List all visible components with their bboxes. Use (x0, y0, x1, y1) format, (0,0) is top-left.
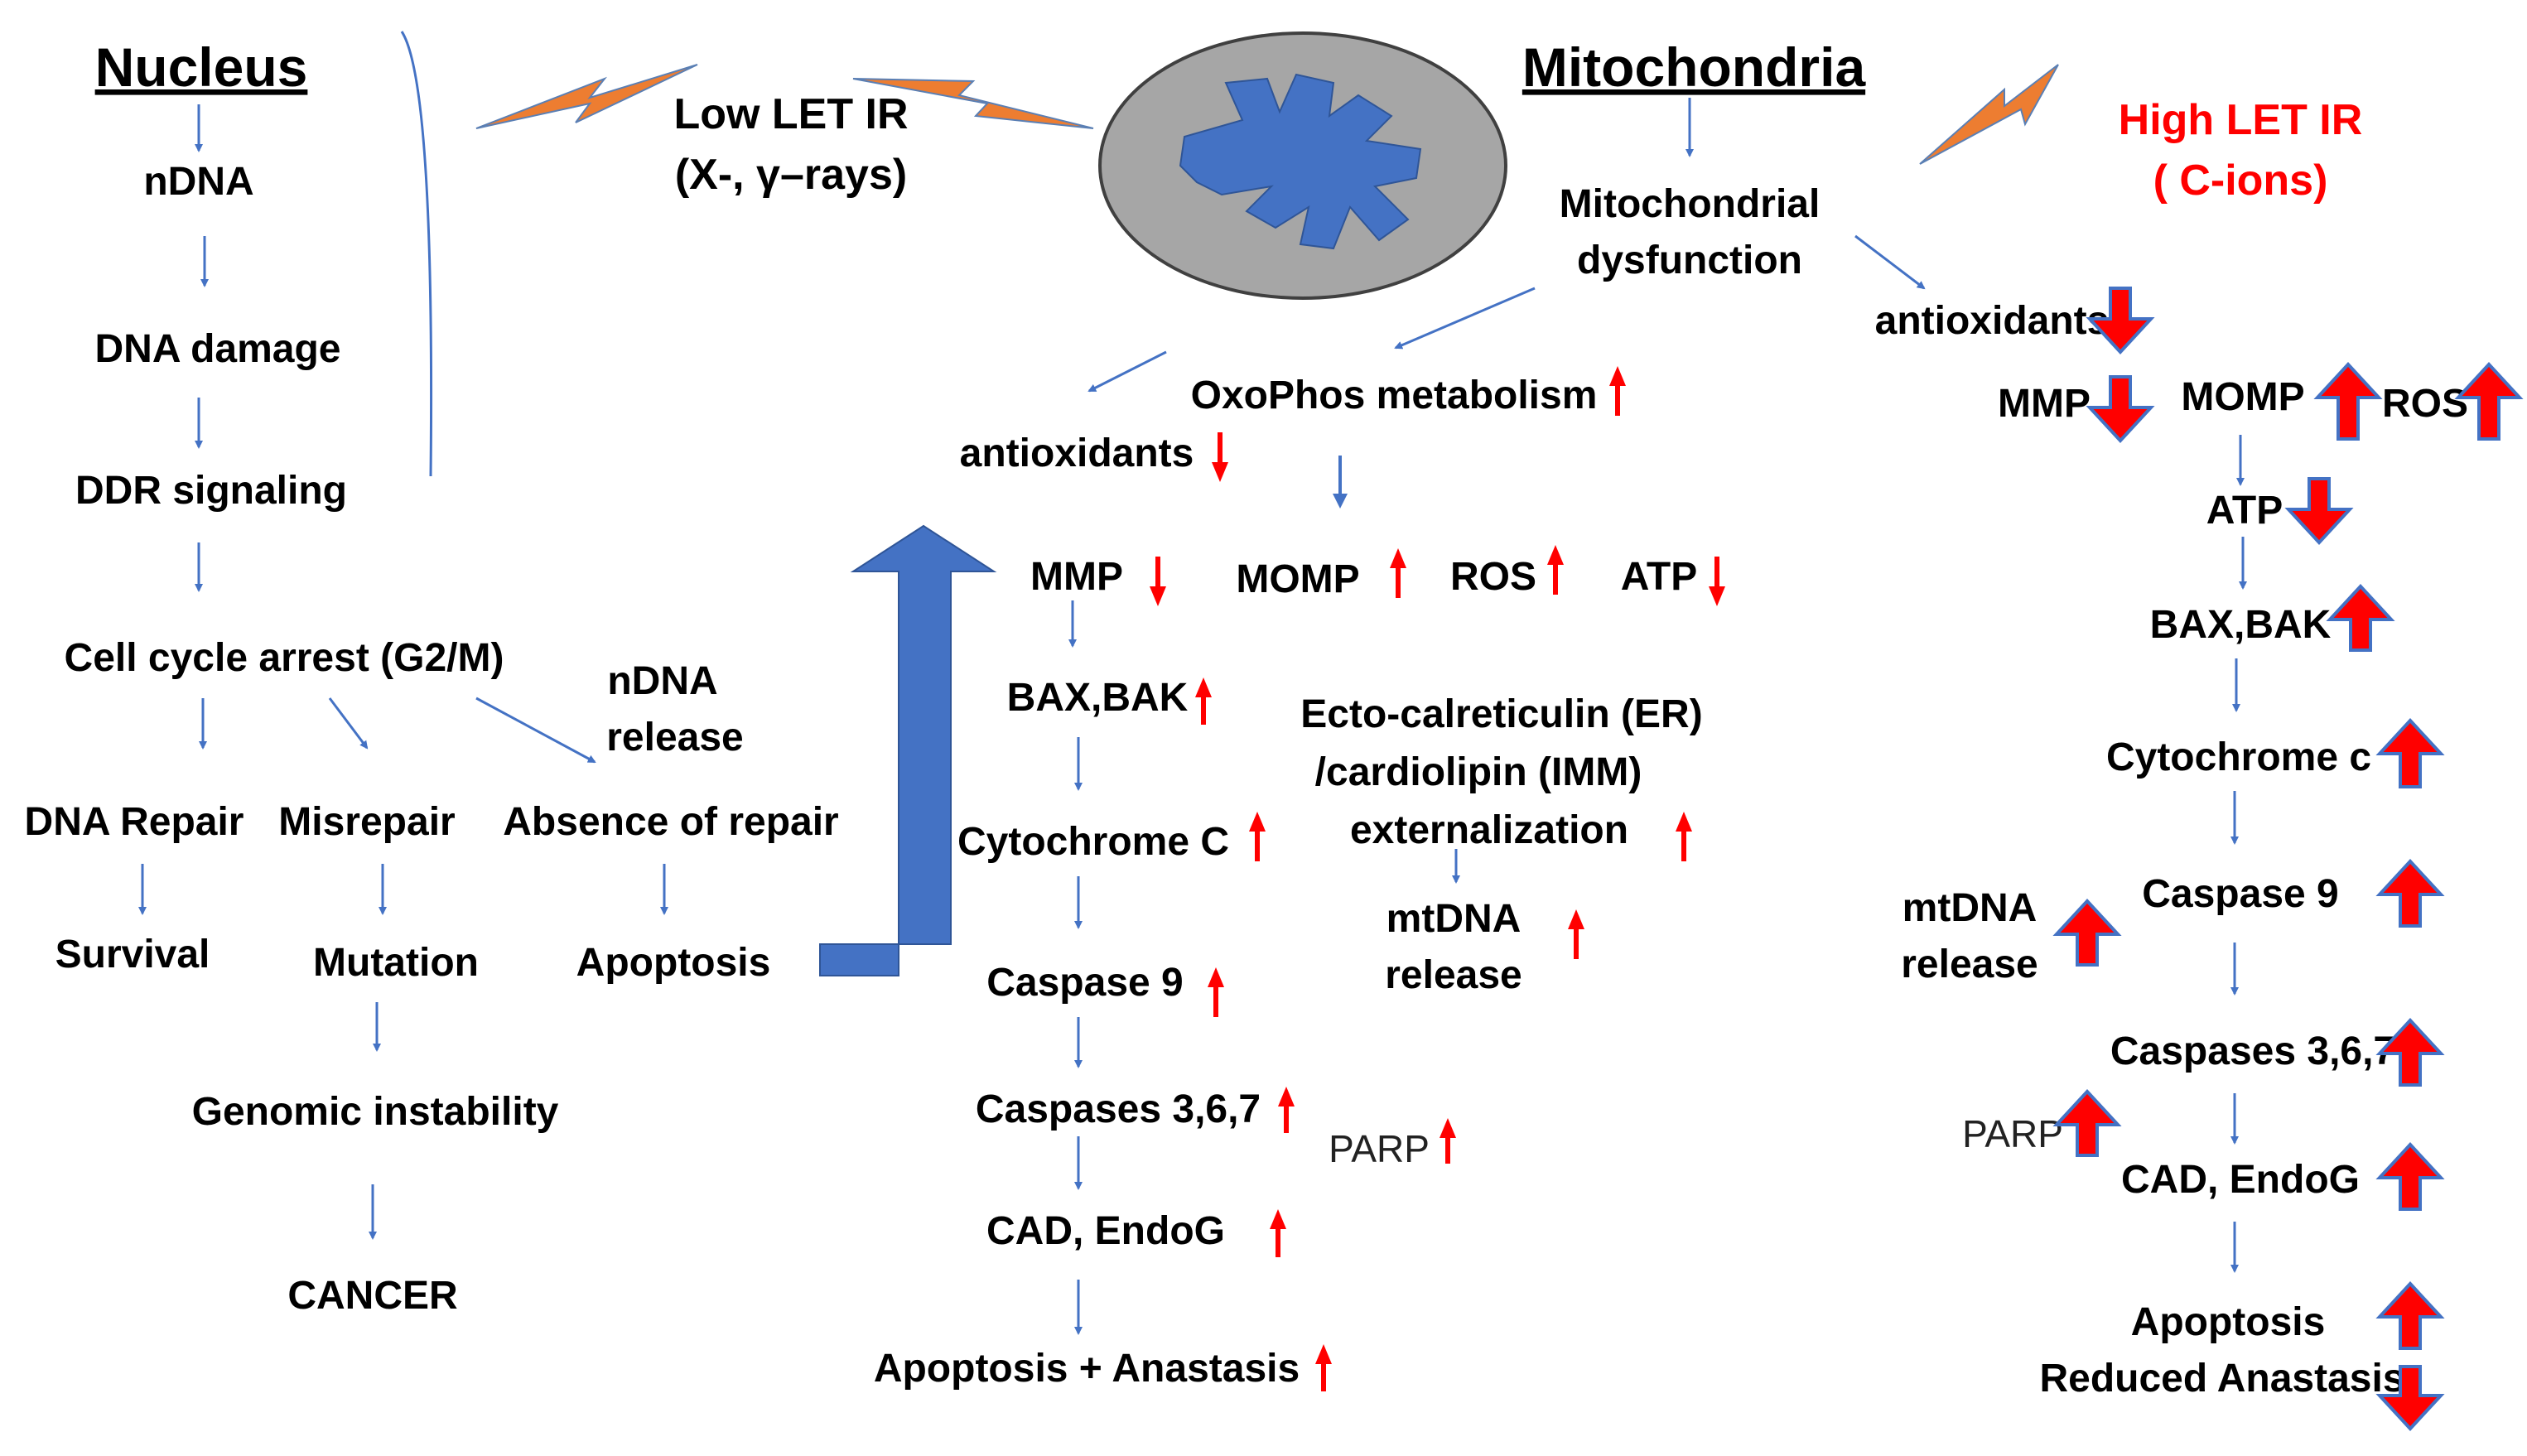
nucleus-header: Nucleus (95, 36, 308, 98)
high-let-indicators (2052, 287, 2524, 1431)
red-down-arrow-icon (1212, 432, 1228, 482)
parp-label: PARP (1329, 1127, 1430, 1170)
dna-repair-label: DNA Repair (25, 800, 244, 844)
high-parp-label: PARP (1962, 1112, 2063, 1155)
high-mtdna-label: mtDNA (1902, 886, 2038, 930)
genomic-instability-label: Genomic instability (192, 1090, 559, 1134)
oxophos-label: OxoPhos metabolism (1191, 374, 1598, 417)
mito-dysfunction-label: Mitochondrial (1560, 182, 1821, 226)
ecto-calreticulin-label: Ecto-calreticulin (ER) (1300, 692, 1702, 736)
red-up-arrow-icon (1278, 1087, 1295, 1133)
mito-dysfunction-label-2: dysfunction (1577, 239, 1802, 282)
high-mmp-label: MMP (1998, 382, 2091, 426)
mitochondrion-icon (1098, 31, 1507, 300)
mitochondria-header: Mitochondria (1522, 36, 1867, 98)
cytochrome-c-label: Cytochrome C (957, 820, 1229, 864)
red-up-arrow-icon (1315, 1344, 1332, 1391)
red-up-arrow-icon (1270, 1209, 1286, 1257)
bax-bak-label: BAX,BAK (1007, 676, 1189, 720)
momp-label: MOMP (1236, 557, 1359, 601)
separator-curve (400, 31, 433, 477)
high-cad-endog-label: CAD, EndoG (2121, 1158, 2360, 1202)
mmp-label: MMP (1030, 555, 1123, 599)
red-up-arrow-icon (2375, 1142, 2445, 1211)
cardiolipin-label: /cardiolipin (IMM) (1315, 750, 1642, 794)
mtdna-label: mtDNA (1386, 897, 1522, 941)
red-up-arrow-icon (1547, 545, 1564, 595)
high-mtdna-release-label: release (1901, 943, 2038, 986)
high-ros-label: ROS (2382, 382, 2468, 426)
apoptosis-label: Apoptosis (576, 941, 771, 985)
red-up-arrow-icon (1676, 812, 1692, 861)
mtdna-release-label: release (1385, 953, 1522, 997)
low-let-sublabel: (X-, γ–rays) (675, 151, 907, 199)
lightning-bolt-icon (1919, 64, 2059, 165)
high-antioxidants-label: antioxidants (1875, 299, 2110, 343)
red-up-arrow-icon (2375, 859, 2445, 928)
red-up-arrow-icon (2375, 1018, 2445, 1087)
red-up-arrow-icon (1390, 548, 1406, 598)
high-let-pathway: antioxidants MMP MOMP ROS ATP BAX,BAK Cy… (1875, 299, 2468, 1401)
high-let-label: High LET IR (2119, 96, 2363, 144)
red-up-arrow-icon (2375, 718, 2445, 788)
high-caspase-9-label: Caspase 9 (2142, 872, 2339, 916)
ndna-release-label-2: release (606, 716, 744, 759)
red-down-arrow-icon (2086, 287, 2155, 354)
red-up-arrow-icon (1208, 967, 1224, 1017)
caspase-9-label: Caspase 9 (986, 961, 1184, 1005)
misrepair-label: Misrepair (278, 800, 455, 844)
low-let-label: Low LET IR (673, 90, 908, 138)
red-up-arrow-icon (2375, 1281, 2445, 1350)
red-up-arrow-icon (2052, 1089, 2122, 1157)
ndna-label: nDNA (143, 160, 253, 204)
red-up-arrow-icon (2326, 584, 2395, 652)
high-cytochrome-c-label: Cytochrome c (2106, 735, 2371, 779)
survival-label: Survival (55, 933, 210, 976)
dna-damage-label: DNA damage (95, 327, 341, 371)
red-up-arrow-icon (2313, 362, 2383, 441)
red-up-arrow-icon (1609, 366, 1626, 416)
high-apoptosis-label: Apoptosis (2131, 1300, 2326, 1344)
red-up-arrow-icon (2052, 899, 2122, 967)
caspases-367-label: Caspases 3,6,7 (976, 1087, 1261, 1131)
ndna-release-label: nDNA (607, 659, 717, 703)
apoptosis-anastasis-label: Apoptosis + Anastasis (874, 1347, 1300, 1391)
high-caspases-367-label: Caspases 3,6,7 (2110, 1029, 2395, 1073)
high-atp-label: ATP (2206, 489, 2283, 533)
red-up-arrow-icon (1249, 812, 1266, 861)
red-up-arrow-icon (1195, 677, 1212, 725)
red-down-arrow-icon (2284, 477, 2354, 545)
lightning-bolt-icon (475, 64, 698, 129)
red-down-arrow-icon (2086, 375, 2155, 443)
red-up-arrow-icon (1440, 1118, 1456, 1164)
red-down-arrow-icon (1150, 557, 1166, 606)
externalization-label: externalization (1350, 808, 1628, 852)
red-up-arrow-icon (2454, 362, 2524, 441)
high-reduced-anastasis-label: Reduced Anastasis (2039, 1357, 2404, 1401)
cad-endog-label: CAD, EndoG (986, 1209, 1225, 1253)
high-momp-label: MOMP (2181, 375, 2304, 419)
atp-label: ATP (1621, 555, 1697, 599)
high-bax-bak-label: BAX,BAK (2150, 603, 2332, 647)
antioxidants-label: antioxidants (960, 431, 1194, 475)
ros-label: ROS (1450, 555, 1536, 599)
mutation-label: Mutation (313, 941, 479, 985)
absence-of-repair-label: Absence of repair (503, 800, 838, 844)
big-bent-arrow-icon (819, 524, 997, 976)
high-let-sublabel: ( C-ions) (2153, 157, 2328, 205)
cell-cycle-arrest-label: Cell cycle arrest (G2/M) (65, 636, 504, 680)
nucleus-pathway: nDNA DNA damage DDR signaling Cell cycle… (25, 104, 839, 1318)
cancer-label: CANCER (287, 1274, 457, 1318)
red-up-arrow-icon (1568, 909, 1584, 959)
low-let-pathway: Mitochondrial dysfunction OxoPhos metabo… (874, 98, 1926, 1391)
red-down-arrow-icon (2375, 1365, 2445, 1431)
red-down-arrow-icon (1709, 557, 1725, 606)
low-let-indicators (1150, 366, 1725, 1391)
ddr-signaling-label: DDR signaling (75, 469, 347, 513)
lightning-bolt-icon (852, 78, 1094, 129)
